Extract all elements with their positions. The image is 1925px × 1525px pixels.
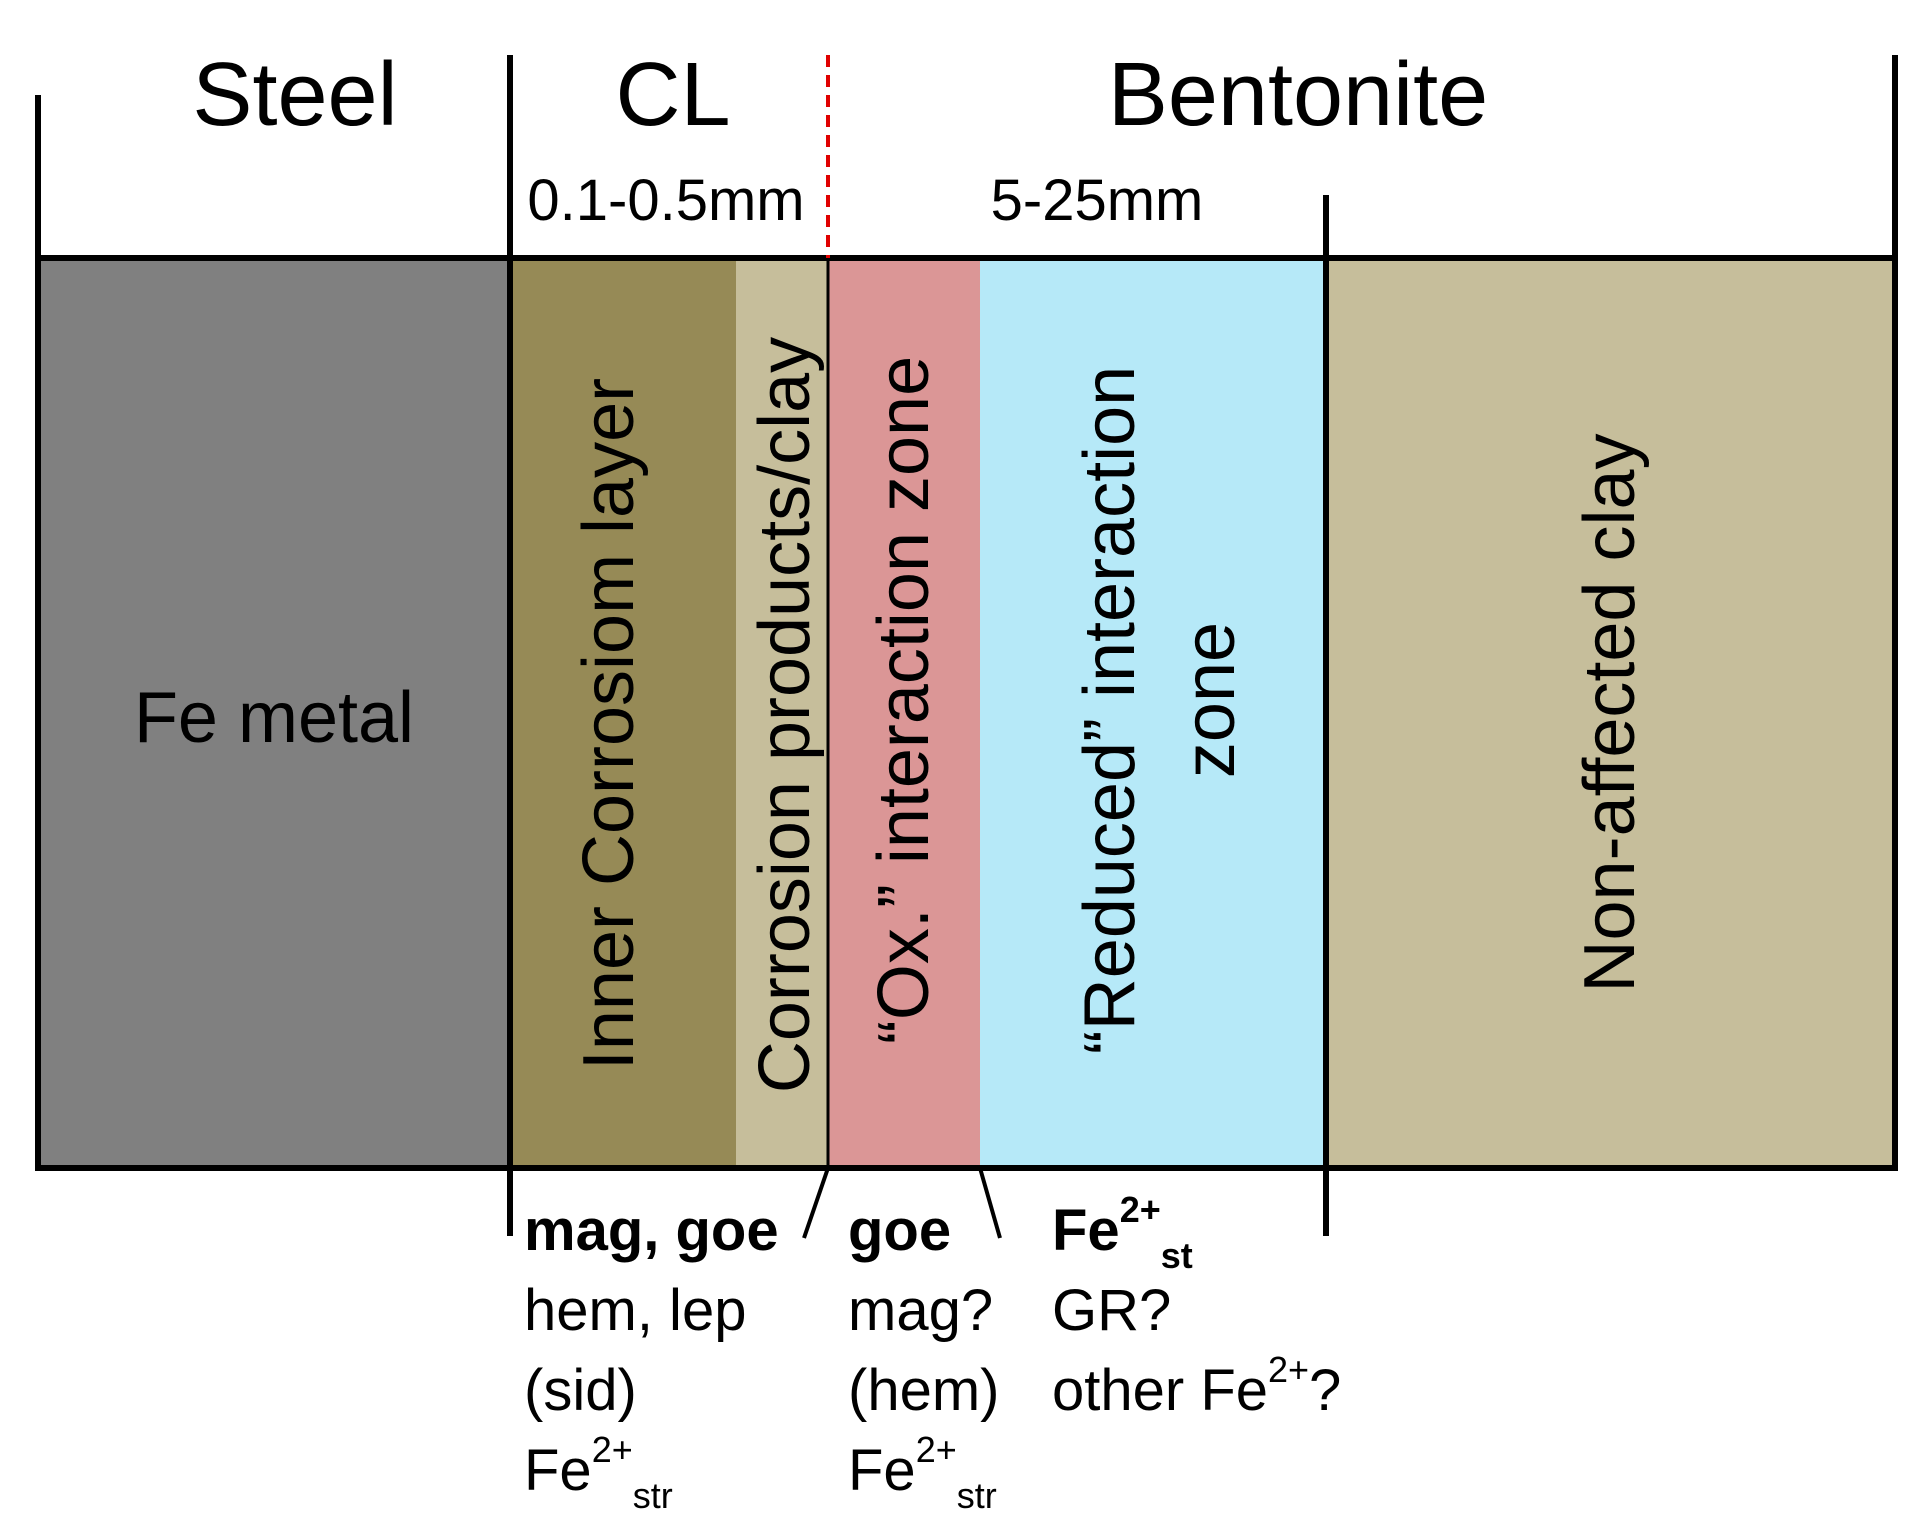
minerals-cl-line-3: (sid) bbox=[524, 1358, 637, 1423]
zone-corrosion-products-clay bbox=[736, 258, 828, 1168]
minerals-reduced-line-3: other Fe2+? bbox=[1052, 1349, 1341, 1423]
fe-sub: str bbox=[633, 1475, 673, 1516]
fe-sup: 2+ bbox=[916, 1429, 957, 1470]
zone-ox-interaction bbox=[828, 258, 980, 1168]
fe-sub: str bbox=[957, 1475, 997, 1516]
minerals-cl-line-1: mag, goe bbox=[524, 1198, 779, 1263]
minerals-cl-line-4: Fe2+str bbox=[524, 1429, 673, 1516]
fe-base: Fe bbox=[524, 1438, 592, 1503]
diagram-outline bbox=[35, 55, 1898, 1239]
thickness-interaction: 5-25mm bbox=[991, 168, 1204, 233]
minerals-ox-line-3: (hem) bbox=[848, 1358, 999, 1423]
minerals-ox-line-2: mag? bbox=[848, 1278, 993, 1343]
fe-sub: st bbox=[1161, 1235, 1193, 1276]
minerals-ox-line-4: Fe2+str bbox=[848, 1429, 997, 1516]
fe-sup: 2+ bbox=[592, 1429, 633, 1470]
label-non-affected-clay: Non-affected clay bbox=[1570, 434, 1650, 993]
question-mark: ? bbox=[1309, 1358, 1341, 1423]
label-reduced-line-2: zone bbox=[1170, 622, 1250, 778]
fe-sup: 2+ bbox=[1268, 1349, 1309, 1390]
minerals-reduced-line-2: GR? bbox=[1052, 1278, 1171, 1343]
minerals-reduced: Fe2+st GR? other Fe2+? bbox=[1052, 1189, 1341, 1423]
label-reduced-line-1: “Reduced” interaction bbox=[1070, 366, 1150, 1054]
other-fe-text: other Fe bbox=[1052, 1358, 1268, 1423]
zone-reduced-interaction bbox=[980, 258, 1326, 1168]
minerals-ox-line-1: goe bbox=[848, 1198, 951, 1263]
zone-non-affected-clay bbox=[1326, 258, 1895, 1168]
label-corrosion-products-clay: Corrosion products/clay bbox=[745, 337, 825, 1093]
thickness-cl: 0.1-0.5mm bbox=[527, 168, 804, 233]
header-bentonite: Bentonite bbox=[1108, 45, 1488, 145]
minerals-ox: goe mag? (hem) Fe2+str bbox=[848, 1198, 999, 1516]
label-reduced-interaction-zone: “Reduced” interaction zone bbox=[1070, 346, 1250, 1054]
fe-base: Fe bbox=[848, 1438, 916, 1503]
fe-sup: 2+ bbox=[1120, 1189, 1161, 1230]
zone-fe-metal bbox=[38, 258, 510, 1168]
label-fe-metal: Fe metal bbox=[134, 678, 414, 758]
zone-inner-corrosion-layer bbox=[510, 258, 736, 1168]
minerals-cl-line-2: hem, lep bbox=[524, 1278, 746, 1343]
fe-base: Fe bbox=[1052, 1198, 1120, 1263]
header-steel: Steel bbox=[192, 45, 397, 145]
minerals-reduced-line-1: Fe2+st bbox=[1052, 1189, 1193, 1276]
label-inner-corrosion-layer: Inner Corrosiom layer bbox=[569, 378, 649, 1070]
minerals-cl: mag, goe hem, lep (sid) Fe2+str bbox=[524, 1198, 779, 1516]
label-ox-interaction-zone: “Ox.” interaction zone bbox=[864, 356, 944, 1044]
header-cl: CL bbox=[615, 45, 730, 145]
